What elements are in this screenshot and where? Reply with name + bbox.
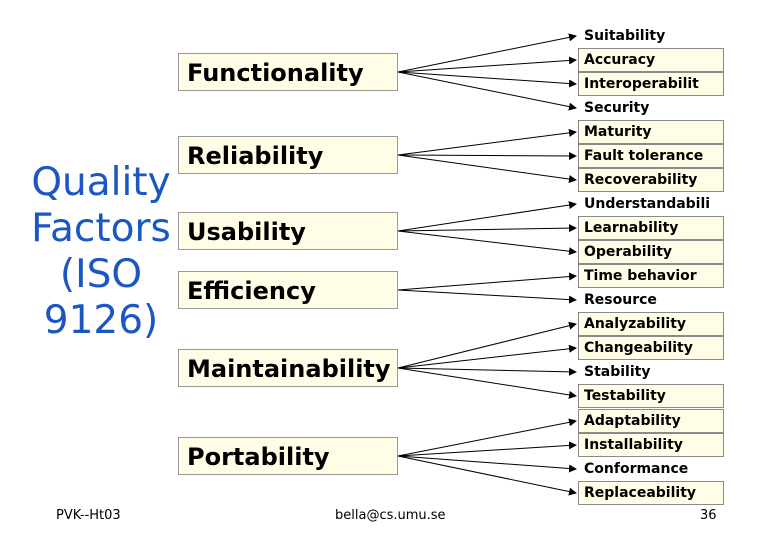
connector-arrow bbox=[397, 154, 577, 183]
sub-conformance: Conformance bbox=[584, 461, 689, 477]
connector-arrow bbox=[397, 272, 577, 291]
connector-arrow bbox=[397, 224, 577, 233]
sub-resource: Resource bbox=[584, 292, 657, 308]
factor-box-functionality: Functionality bbox=[178, 53, 398, 91]
sub-time-behavior: Time behavior bbox=[578, 264, 724, 288]
connector-arrow bbox=[397, 56, 577, 73]
footer-email: bella@cs.umu.se bbox=[335, 508, 446, 523]
connector-arrow bbox=[397, 344, 577, 369]
connector-arrow bbox=[397, 455, 577, 473]
sub-fault-tolerance: Fault tolerance bbox=[578, 144, 724, 168]
sub-adaptability: Adaptability bbox=[578, 409, 724, 433]
sub-changeability: Changeability bbox=[578, 336, 724, 360]
factor-box-reliability: Reliability bbox=[178, 136, 398, 174]
sub-understandability: Understandabili bbox=[584, 196, 711, 212]
sub-recoverability: Recoverability bbox=[578, 168, 724, 192]
sub-learnability: Learnability bbox=[578, 216, 724, 240]
title-line-4: 9126) bbox=[43, 298, 159, 343]
connector-arrow bbox=[397, 418, 577, 457]
sub-installability: Installability bbox=[578, 433, 724, 457]
connector-arrow bbox=[397, 201, 577, 232]
title-line-2: Factors bbox=[31, 206, 171, 251]
factor-box-efficiency: Efficiency bbox=[178, 271, 398, 309]
factor-box-maintainability: Maintainability bbox=[178, 349, 398, 387]
connector-arrow bbox=[397, 71, 577, 111]
sub-operability: Operability bbox=[578, 240, 724, 264]
slide-title: Quality Factors (ISO 9126) bbox=[20, 160, 182, 344]
sub-analyzability: Analyzability bbox=[578, 312, 724, 336]
sub-security: Security bbox=[584, 100, 650, 116]
page-number: 36 bbox=[700, 508, 717, 523]
connector-arrow bbox=[397, 441, 577, 457]
title-line-3: (ISO bbox=[59, 252, 143, 297]
connector-arrow bbox=[397, 128, 577, 156]
title-line-1: Quality bbox=[31, 160, 171, 205]
connector-arrow bbox=[397, 367, 577, 399]
factor-box-portability: Portability bbox=[178, 437, 398, 475]
sub-replaceability: Replaceability bbox=[578, 481, 724, 505]
connector-arrow bbox=[397, 151, 577, 160]
connector-arrow bbox=[397, 455, 577, 496]
sub-stability: Stability bbox=[584, 364, 651, 380]
connector-arrow bbox=[397, 289, 577, 304]
sub-maturity: Maturity bbox=[578, 120, 724, 144]
factor-box-usability: Usability bbox=[178, 212, 398, 250]
sub-interoperability: Interoperabilit bbox=[578, 72, 724, 96]
connector-arrow bbox=[397, 230, 577, 256]
connector-arrow bbox=[397, 71, 577, 88]
connector-arrow bbox=[397, 321, 577, 369]
footer-left: PVK--Ht03 bbox=[56, 508, 121, 523]
sub-suitability: Suitability bbox=[584, 28, 666, 44]
connector-arrow bbox=[397, 33, 577, 73]
sub-testability: Testability bbox=[578, 384, 724, 408]
sub-accuracy: Accuracy bbox=[578, 48, 724, 72]
connector-arrow bbox=[397, 367, 577, 376]
